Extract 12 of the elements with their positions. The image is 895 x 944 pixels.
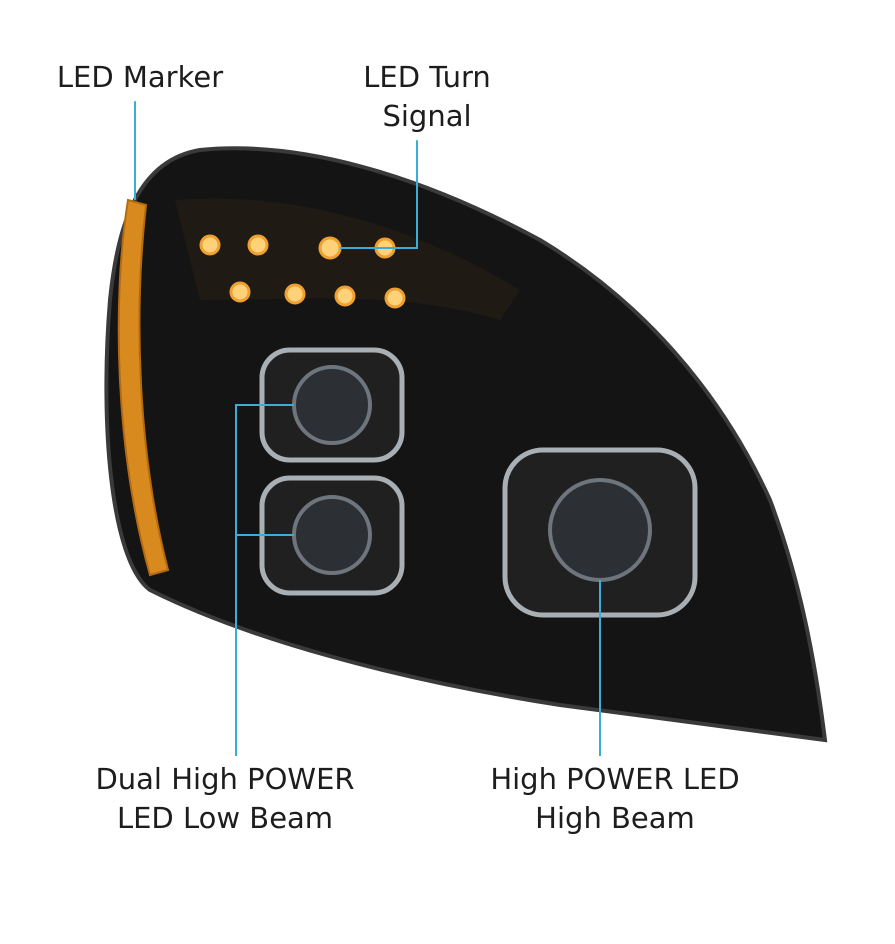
projector-lens bbox=[292, 365, 372, 445]
callout-label: LED Marker bbox=[20, 58, 260, 98]
leader-line bbox=[599, 580, 601, 756]
leader-line bbox=[134, 101, 136, 200]
callout-label: High POWER LED High Beam bbox=[490, 760, 740, 838]
marker-light bbox=[118, 199, 169, 576]
projector-lens bbox=[548, 478, 652, 582]
callout-label: Dual High POWER LED Low Beam bbox=[70, 760, 380, 838]
projector-lens bbox=[292, 495, 372, 575]
leader-line bbox=[340, 140, 418, 249]
callout-label: LED Turn Signal bbox=[322, 58, 532, 136]
led-lamp bbox=[318, 236, 342, 260]
